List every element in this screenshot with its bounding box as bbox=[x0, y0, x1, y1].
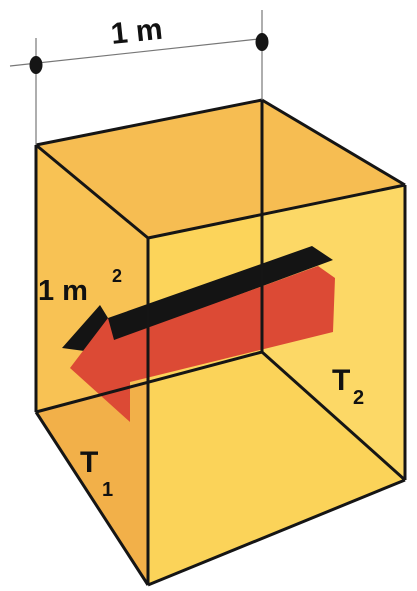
heat-flow-arrow bbox=[62, 246, 335, 422]
dimension-label: 1 m bbox=[109, 13, 164, 51]
t1-subscript: 1 bbox=[102, 479, 113, 501]
dimension-dot-left bbox=[29, 56, 43, 74]
temperature-label-t1: T 1 bbox=[80, 446, 113, 501]
arrow-body bbox=[70, 266, 335, 422]
dimension-marker: 1 m bbox=[9, 10, 269, 145]
area-label: 1 m 2 bbox=[38, 266, 122, 307]
cube-front-face bbox=[148, 185, 405, 585]
dimension-line bbox=[9, 37, 269, 67]
cube-edges bbox=[34, 98, 407, 587]
area-label-text: 1 m bbox=[38, 275, 88, 307]
edge-front-bottom bbox=[147, 478, 406, 587]
edge-bottom-left bbox=[34, 411, 150, 586]
edge-bottom-right bbox=[260, 350, 407, 482]
temperature-label-t2: T 2 bbox=[332, 364, 364, 409]
edge-top-back bbox=[35, 98, 263, 147]
t2-symbol: T bbox=[332, 364, 350, 397]
edge-top-right bbox=[261, 98, 406, 187]
t2-subscript: 2 bbox=[353, 387, 364, 409]
dimension-dot-right bbox=[255, 33, 269, 51]
t1-symbol: T bbox=[80, 446, 98, 479]
area-label-superscript: 2 bbox=[112, 266, 122, 286]
edge-top-left bbox=[35, 143, 149, 240]
arrow-shadow bbox=[62, 246, 333, 356]
edge-front-top bbox=[147, 183, 406, 240]
